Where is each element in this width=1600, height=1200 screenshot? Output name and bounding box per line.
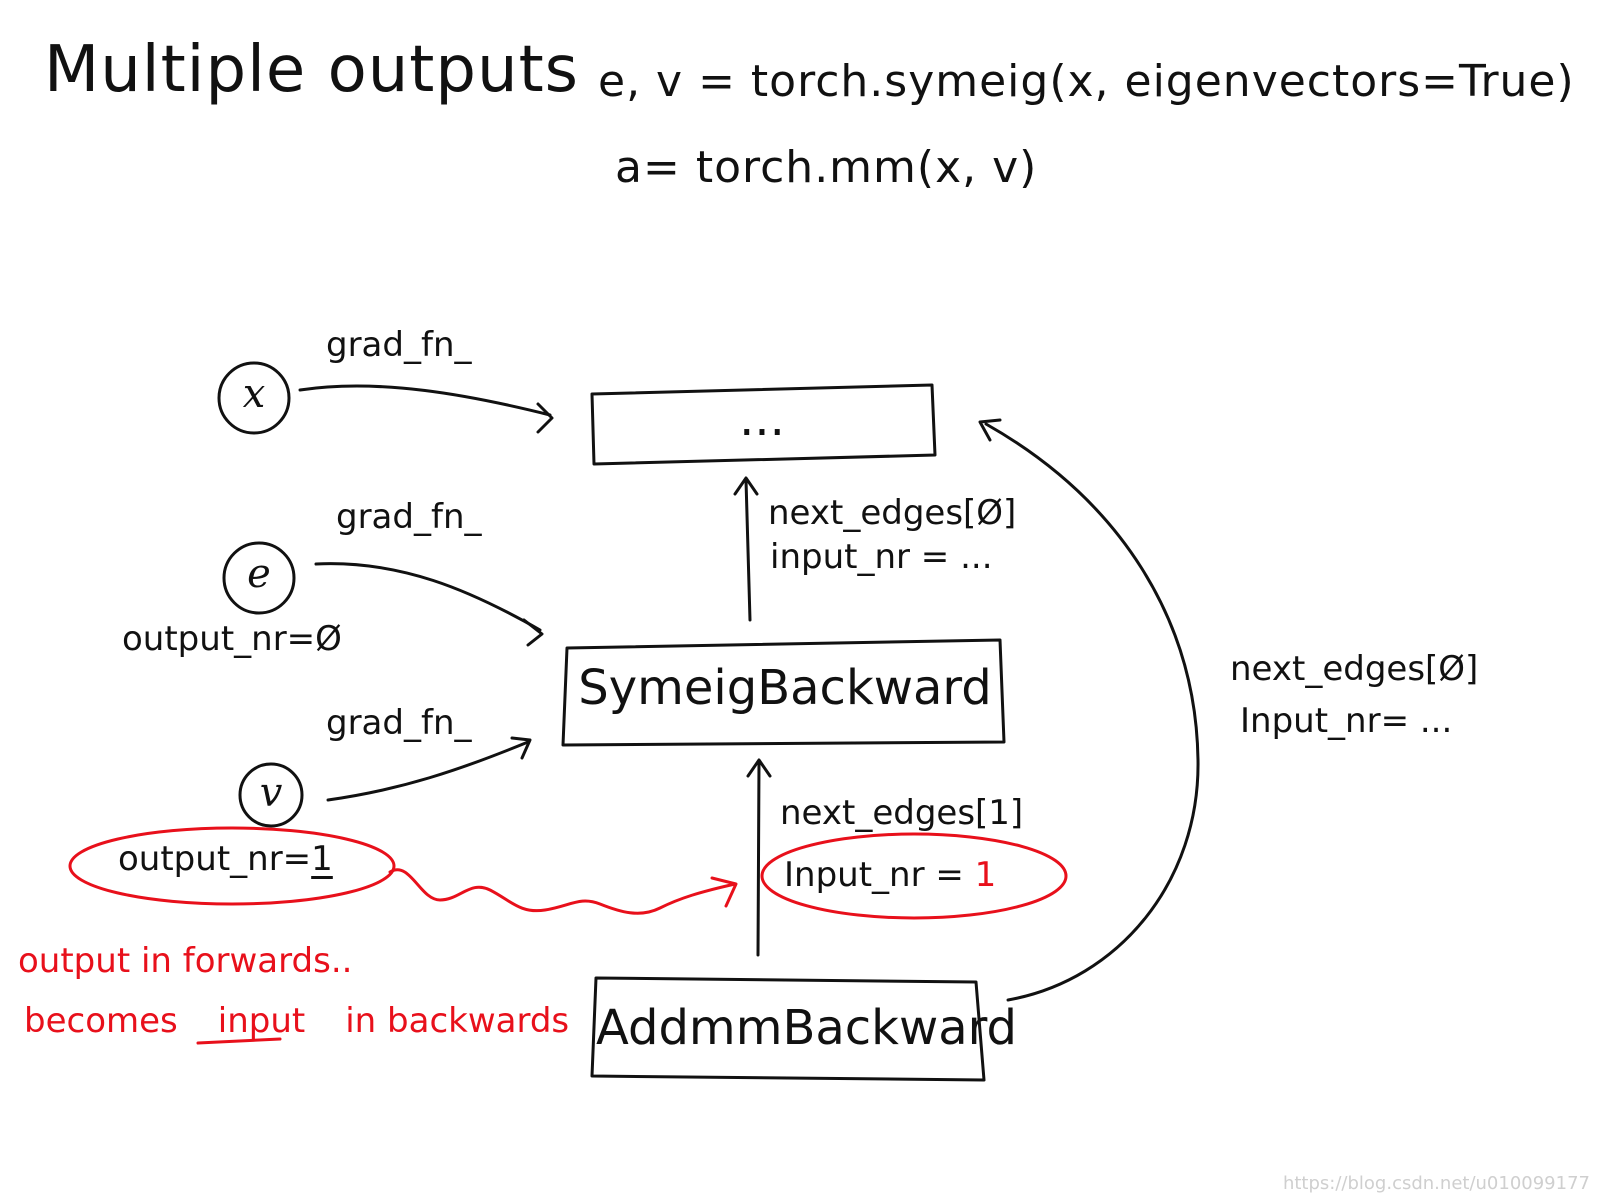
grad-fn-e-label: grad_fn_ xyxy=(336,497,482,537)
box-top xyxy=(590,383,937,466)
arrow-v-head xyxy=(510,736,532,760)
highlight-input-nr-ellipse xyxy=(760,832,1068,920)
arrow-x-head xyxy=(536,402,554,434)
addmm-input-nr-0-label: Input_nr= ... xyxy=(1240,701,1453,741)
node-e-circle xyxy=(222,541,296,615)
highlight-output-nr-ellipse xyxy=(68,826,396,906)
wavy-connector xyxy=(388,868,737,915)
node-x-circle xyxy=(217,361,291,435)
annotation-line-1: output in forwards.. xyxy=(18,941,353,981)
annotation-in-backwards: in backwards xyxy=(345,1001,570,1041)
arrow-symeig-top-head xyxy=(733,476,759,496)
page-title: Multiple outputs xyxy=(44,33,579,107)
annotation-line-2: becomes input in backwards xyxy=(24,1004,569,1038)
symeig-next-edges-label: next_edges[Ø] xyxy=(768,493,1017,533)
box-symeig-label: SymeigBackward xyxy=(578,660,992,716)
arrow-addmm-sym-head xyxy=(746,758,772,778)
addmm-next-edges-0-label: next_edges[Ø] xyxy=(1230,649,1479,689)
watermark: https://blog.csdn.net/u010099177 xyxy=(1282,1173,1590,1194)
box-symeig xyxy=(561,638,1006,747)
node-v-label: v xyxy=(259,770,283,816)
arrow-symeig-to-top xyxy=(744,478,752,622)
annotation-becomes: becomes xyxy=(24,1001,178,1041)
v-output-nr-label: output_nr=1 xyxy=(118,842,333,876)
arrow-e-to-symeig xyxy=(314,562,542,632)
grad-fn-x-label: grad_fn_ xyxy=(326,325,472,365)
code-line-symeig: e, v = torch.symeig(x, eigenvectors=True… xyxy=(598,56,1575,107)
code-line-mm: a= torch.mm(x, v) xyxy=(615,142,1038,193)
symeig-input-nr-label: input_nr = ... xyxy=(770,537,993,577)
addmm-next-edges-1-label: next_edges[1] xyxy=(780,793,1024,833)
addmm-input-nr-value: 1 xyxy=(974,855,997,895)
addmm-input-nr-prefix: Input_nr = xyxy=(784,855,975,895)
arrow-addmm-top-head xyxy=(978,418,1002,442)
e-output-nr-label: output_nr=Ø xyxy=(122,619,342,659)
v-output-nr-prefix: output_nr= xyxy=(118,839,312,879)
node-v-circle xyxy=(238,762,304,828)
box-addmm xyxy=(590,976,986,1082)
wavy-arrow-head xyxy=(710,876,738,908)
arrow-addmm-to-top xyxy=(984,422,1200,1002)
addmm-input-nr-label: Input_nr = 1 xyxy=(784,858,996,892)
node-x-label: x xyxy=(242,371,266,417)
box-top-label: ... xyxy=(739,391,785,447)
arrow-v-to-symeig xyxy=(326,740,530,802)
annotation-input: input xyxy=(217,1001,306,1041)
arrow-x-to-top xyxy=(298,384,552,417)
input-underline xyxy=(196,1037,282,1045)
v-output-nr-value: 1 xyxy=(311,839,333,879)
arrow-addmm-to-symeig xyxy=(756,760,761,957)
grad-fn-v-label: grad_fn_ xyxy=(326,703,472,743)
box-addmm-label: AddmmBackward xyxy=(596,1000,1018,1056)
node-e-label: e xyxy=(247,551,271,597)
arrow-e-head xyxy=(522,618,544,647)
